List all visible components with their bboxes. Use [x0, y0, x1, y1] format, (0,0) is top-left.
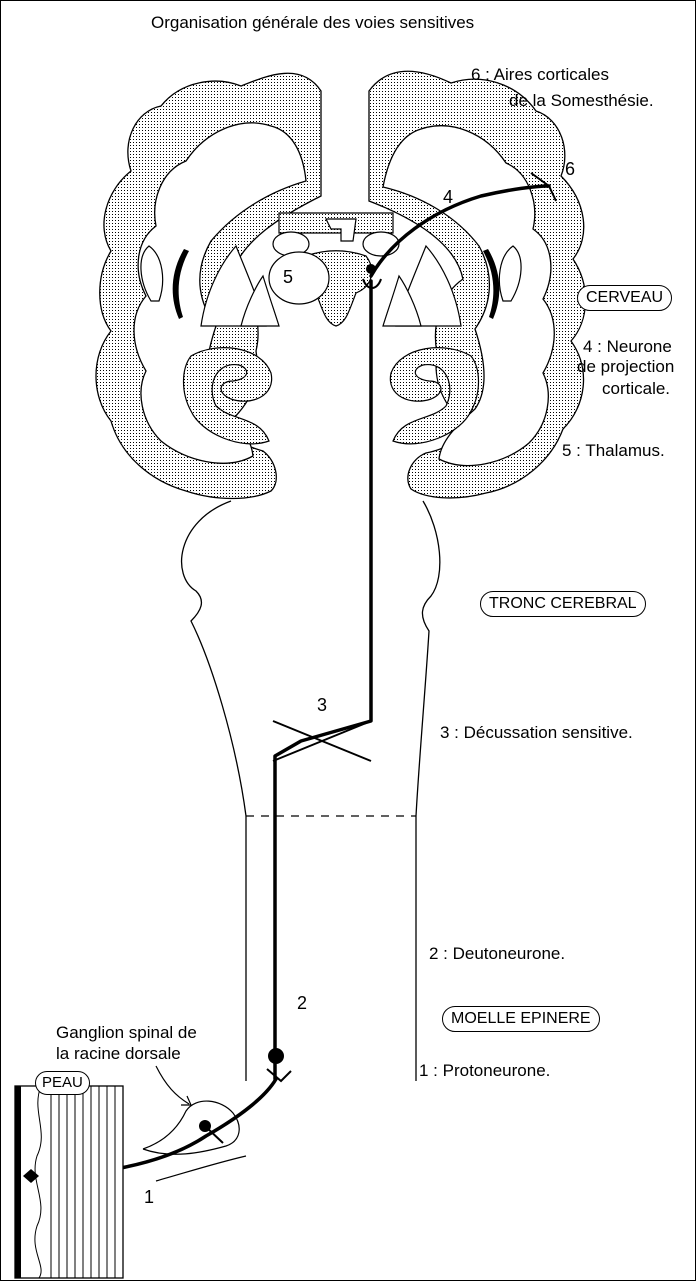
ganglion-label-line2: la racine dorsale	[56, 1044, 181, 1064]
label-peau: PEAU	[35, 1071, 90, 1095]
legend-aires-line2: de la Somesthésie.	[509, 91, 654, 111]
marker-6: 6	[565, 159, 575, 179]
deutoneurone-axon	[275, 281, 371, 1079]
legend-aires-line1: 6 : Aires corticales	[471, 65, 609, 85]
legend-thalamus: 5 : Thalamus.	[562, 441, 665, 461]
thalamic-soma	[366, 264, 376, 274]
legend-deutoneurone: 2 : Deutoneurone.	[429, 944, 565, 964]
ganglion-arrow	[156, 1066, 191, 1105]
neural-axis-outline	[182, 501, 440, 1081]
marker-5: 5	[283, 267, 293, 287]
legend-neurone-line1: 4 : Neurone	[583, 337, 672, 357]
marker-2: 2	[297, 993, 307, 1013]
legend-protoneurone: 1 : Protoneurone.	[419, 1061, 550, 1081]
marker-1: 1	[144, 1187, 154, 1207]
label-cerveau: CERVEAU	[577, 285, 672, 311]
skin-block	[15, 1086, 123, 1278]
deutoneurone-soma	[268, 1048, 284, 1064]
decussation-cross	[273, 721, 371, 761]
temporal-lobe-curls	[184, 348, 479, 444]
legend-neurone-line2: de projection	[577, 357, 674, 377]
legend-neurone-line3: corticale.	[602, 379, 670, 399]
marker-3: 3	[317, 695, 327, 715]
label-tronc-cerebral: TRONC CEREBRAL	[480, 591, 646, 617]
ganglion-label-line1: Ganglion spinal de	[56, 1023, 197, 1043]
marker-4: 4	[443, 187, 453, 207]
diagram-title: Organisation générale des voies sensitiv…	[151, 13, 474, 33]
legend-decussation: 3 : Décussation sensitive.	[440, 723, 633, 743]
label-moelle-epiniere: MOELLE EPINERE	[442, 1006, 600, 1032]
